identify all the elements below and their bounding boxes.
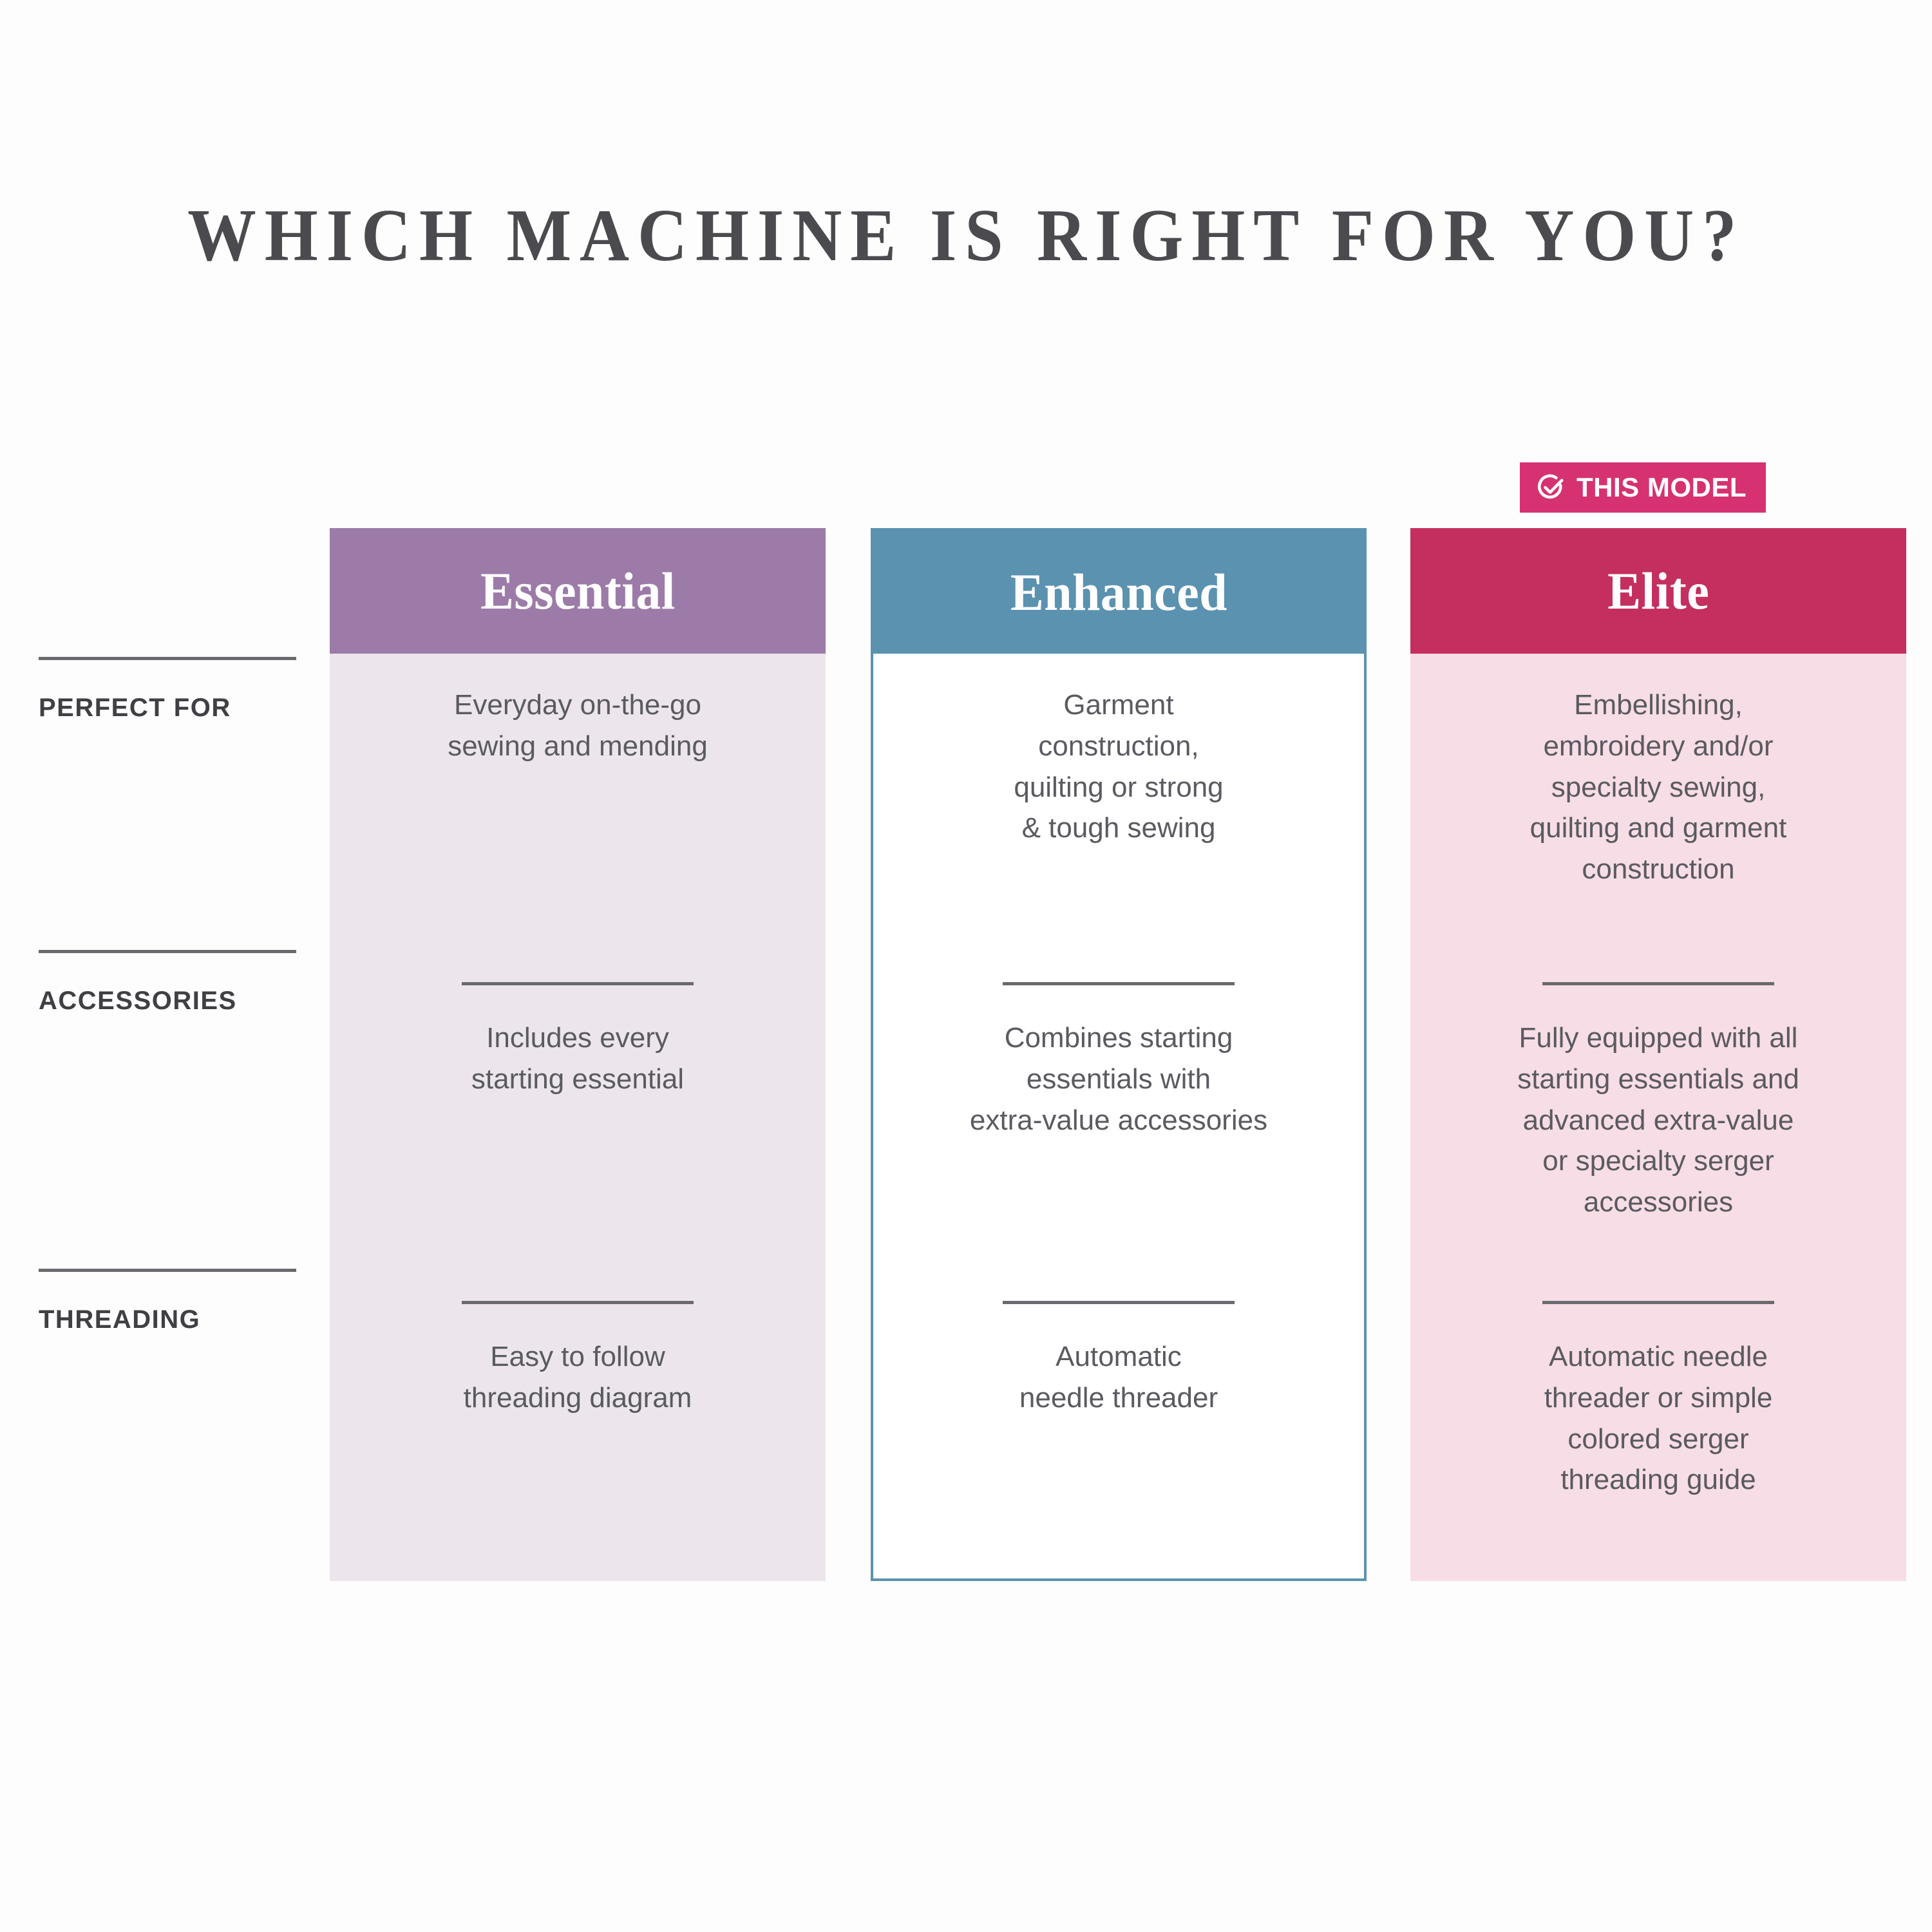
cell-divider <box>1542 1301 1774 1304</box>
row-label-text: THREADING <box>39 1305 201 1334</box>
row-divider <box>39 950 296 953</box>
check-circle-icon <box>1537 474 1564 499</box>
row-divider <box>39 657 296 660</box>
cell-enhanced-accessories: Combines starting essentials with extra-… <box>904 982 1333 1141</box>
cell-essential-perfect-for: Everyday on-the-go sewing and mending <box>361 685 795 767</box>
cell-enhanced-threading: Automatic needle threader <box>904 1301 1333 1419</box>
row-label-text: ACCESSORIES <box>39 987 237 1015</box>
cell-text: Garment construction, quilting or strong… <box>1014 689 1224 844</box>
page-title: WHICH MACHINE IS RIGHT FOR YOU? <box>187 194 1745 277</box>
row-label-rail: PERFECT FOR ACCESSORIES THREADING <box>39 470 309 1604</box>
row-label-threading: THREADING <box>39 1269 296 1334</box>
column-title: Elite <box>1607 561 1710 620</box>
column-title: Essential <box>480 561 676 620</box>
cell-divider <box>1542 982 1774 985</box>
row-divider <box>39 1269 296 1272</box>
cell-text: Includes every starting essential <box>471 1022 685 1095</box>
cell-text: Easy to follow threading diagram <box>463 1341 692 1414</box>
cell-essential-accessories: Includes every starting essential <box>361 982 795 1100</box>
cell-elite-accessories: Fully equipped with all starting essenti… <box>1441 982 1875 1223</box>
comparison-column-essential[interactable]: Essential Everyday on-the-go sewing and … <box>330 528 826 1581</box>
row-label-perfect-for: PERFECT FOR <box>39 657 296 723</box>
cell-divider <box>1003 1301 1235 1304</box>
cell-text: Everyday on-the-go sewing and mending <box>448 689 708 762</box>
column-body-essential: Everyday on-the-go sewing and mending In… <box>330 654 826 1581</box>
column-body-enhanced: Garment construction, quilting or strong… <box>871 654 1367 1581</box>
row-label-accessories: ACCESSORIES <box>39 950 296 1016</box>
column-title: Enhanced <box>1010 562 1227 621</box>
cell-enhanced-perfect-for: Garment construction, quilting or strong… <box>904 685 1333 849</box>
column-body-elite: Embellishing, embroidery and/or specialt… <box>1410 654 1906 1581</box>
cell-text: Fully equipped with all starting essenti… <box>1517 1022 1799 1218</box>
cell-divider <box>1003 982 1235 985</box>
comparison-column-enhanced[interactable]: Enhanced Garment construction, quilting … <box>871 528 1367 1581</box>
column-header-elite: Elite <box>1410 528 1906 654</box>
cell-text: Automatic needle threader or simple colo… <box>1544 1341 1773 1496</box>
cell-text: Embellishing, embroidery and/or specialt… <box>1530 689 1787 886</box>
this-model-badge: THIS MODEL <box>1520 462 1766 513</box>
row-label-text: PERFECT FOR <box>39 694 231 722</box>
cell-elite-perfect-for: Embellishing, embroidery and/or specialt… <box>1441 685 1875 890</box>
cell-text: Combines starting essentials with extra-… <box>969 1022 1268 1136</box>
cell-divider <box>462 982 694 985</box>
page-title-band: WHICH MACHINE IS RIGHT FOR YOU? <box>0 193 1932 279</box>
cell-elite-threading: Automatic needle threader or simple colo… <box>1441 1301 1875 1501</box>
cell-text: Automatic needle threader <box>1019 1341 1218 1414</box>
comparison-grid: PERFECT FOR ACCESSORIES THREADING Essent… <box>0 470 1932 1604</box>
cell-divider <box>462 1301 694 1304</box>
column-header-essential: Essential <box>330 528 826 654</box>
comparison-column-elite[interactable]: Elite Embellishing, embroidery and/or sp… <box>1410 528 1906 1581</box>
this-model-label: THIS MODEL <box>1577 472 1747 502</box>
cell-essential-threading: Easy to follow threading diagram <box>361 1301 795 1419</box>
column-header-enhanced: Enhanced <box>871 528 1367 654</box>
